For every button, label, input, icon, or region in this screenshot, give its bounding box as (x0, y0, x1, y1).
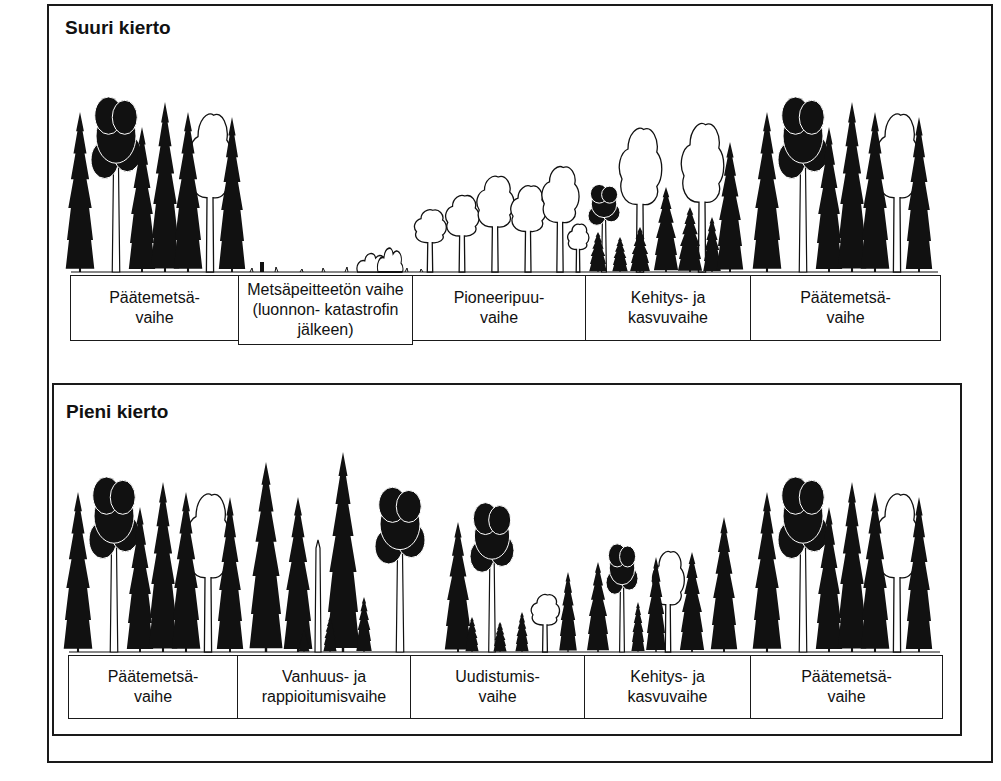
panel-heading: Pieni kierto (66, 401, 168, 423)
stage-box: Kehitys- ja kasvuvaihe (584, 655, 751, 719)
stage-box: Päätemetsä- vaihe (750, 655, 943, 719)
stage-box: Kehitys- ja kasvuvaihe (585, 275, 751, 341)
shrub (377, 248, 403, 272)
stage-box: Päätemetsä- vaihe (750, 275, 941, 341)
panel-heading: Suuri kierto (65, 17, 171, 39)
tree (284, 497, 313, 652)
tree (477, 176, 514, 272)
tree (445, 522, 471, 652)
tree (414, 210, 446, 272)
tree (531, 595, 559, 652)
tree (711, 517, 737, 652)
stage-label: Päätemetsä- vaihe (98, 667, 208, 707)
stage-label: Metsäpeitteetön vaihe (luonnon- katastro… (246, 280, 406, 340)
stage-box: Metsäpeitteetön vaihe (luonnon- katastro… (238, 275, 413, 345)
cycle-panel: Suuri kiertoPäätemetsä- vaihe Metsäpeitte… (47, 4, 993, 763)
stage-label: Kehitys- ja kasvuvaihe (593, 667, 743, 707)
tree (511, 186, 546, 272)
tree (587, 562, 609, 652)
forest-row (64, 452, 940, 652)
stage-box: Pioneeripuu- vaihe (412, 275, 586, 341)
tree (631, 602, 644, 652)
tree (250, 462, 283, 652)
tree (717, 142, 743, 272)
stage-label: Päätemetsä- vaihe (100, 288, 210, 328)
tree (559, 572, 577, 652)
tree (678, 207, 702, 272)
tree (646, 557, 666, 652)
climax-forest (753, 477, 933, 652)
tree (630, 227, 650, 272)
tree (619, 128, 661, 272)
tree (470, 503, 514, 652)
climax-forest (753, 97, 933, 272)
dead-snag (315, 540, 321, 652)
climax-forest (66, 97, 246, 272)
tree (612, 237, 627, 272)
stage-label: Päätemetsä- vaihe (791, 288, 901, 328)
tree (493, 622, 506, 652)
tree (323, 617, 336, 652)
cycle-panel: Pieni kiertoPäätemetsä- vaihe Vanhuus- ja… (52, 383, 962, 736)
tree (446, 195, 480, 272)
stage-box: Päätemetsä- vaihe (70, 275, 239, 341)
tree (589, 232, 607, 272)
tree (542, 167, 579, 272)
stage-label: Kehitys- ja kasvuvaihe (593, 288, 743, 328)
climax-forest (64, 477, 244, 652)
tree (375, 487, 425, 652)
stage-box: Vanhuus- ja rappioitumisvaihe (237, 655, 411, 719)
stage-label: Uudistumis- vaihe (443, 667, 553, 707)
tree (465, 617, 478, 652)
stage-label: Vanhuus- ja rappioitumisvaihe (244, 667, 404, 707)
tree (654, 187, 678, 272)
tree (299, 630, 310, 652)
tree (356, 597, 371, 652)
stage-label: Päätemetsä- vaihe (792, 667, 902, 707)
stage-label: Pioneeripuu- vaihe (439, 288, 559, 328)
forest-row (66, 97, 938, 272)
stage-box: Päätemetsä- vaihe (68, 655, 238, 719)
tree (568, 224, 589, 272)
tree (680, 552, 704, 652)
stage-box: Uudistumis- vaihe (410, 655, 585, 719)
tree (515, 612, 528, 652)
